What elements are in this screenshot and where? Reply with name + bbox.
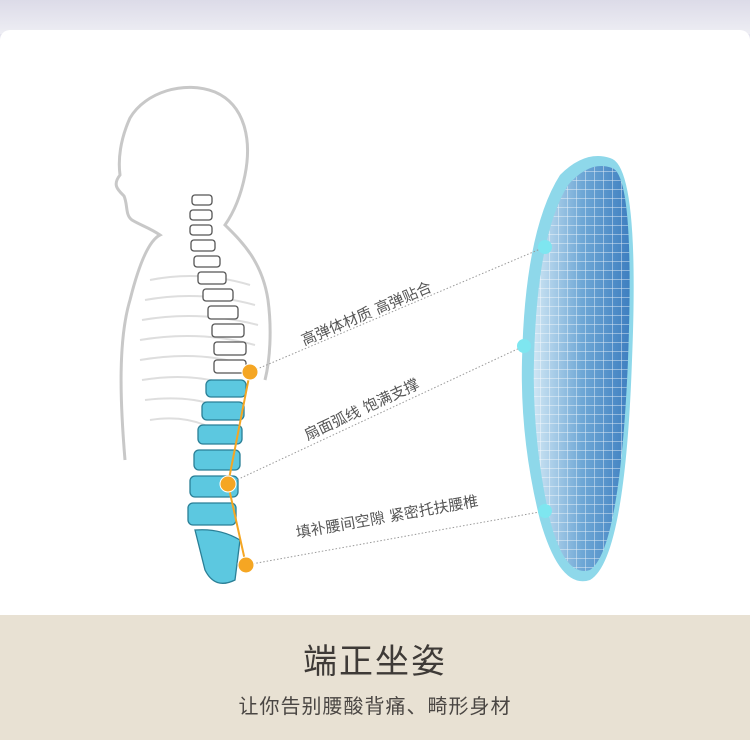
connector-lines bbox=[227, 246, 546, 566]
spine-lumbar-highlight bbox=[187, 379, 247, 584]
spine-cushion-illustration bbox=[114, 85, 634, 584]
footer-band bbox=[0, 615, 750, 740]
footer-subtitle: 让你告别腰酸背痛、畸形身材 bbox=[238, 694, 512, 718]
human-body-outline bbox=[114, 85, 272, 461]
lumbar-cushion-image bbox=[521, 156, 634, 582]
spine-markers bbox=[219, 363, 259, 574]
footer-title: 端正坐姿 bbox=[303, 642, 447, 682]
top-bar bbox=[0, 0, 750, 34]
cushion-markers bbox=[517, 240, 552, 518]
spine-upper bbox=[189, 194, 247, 374]
